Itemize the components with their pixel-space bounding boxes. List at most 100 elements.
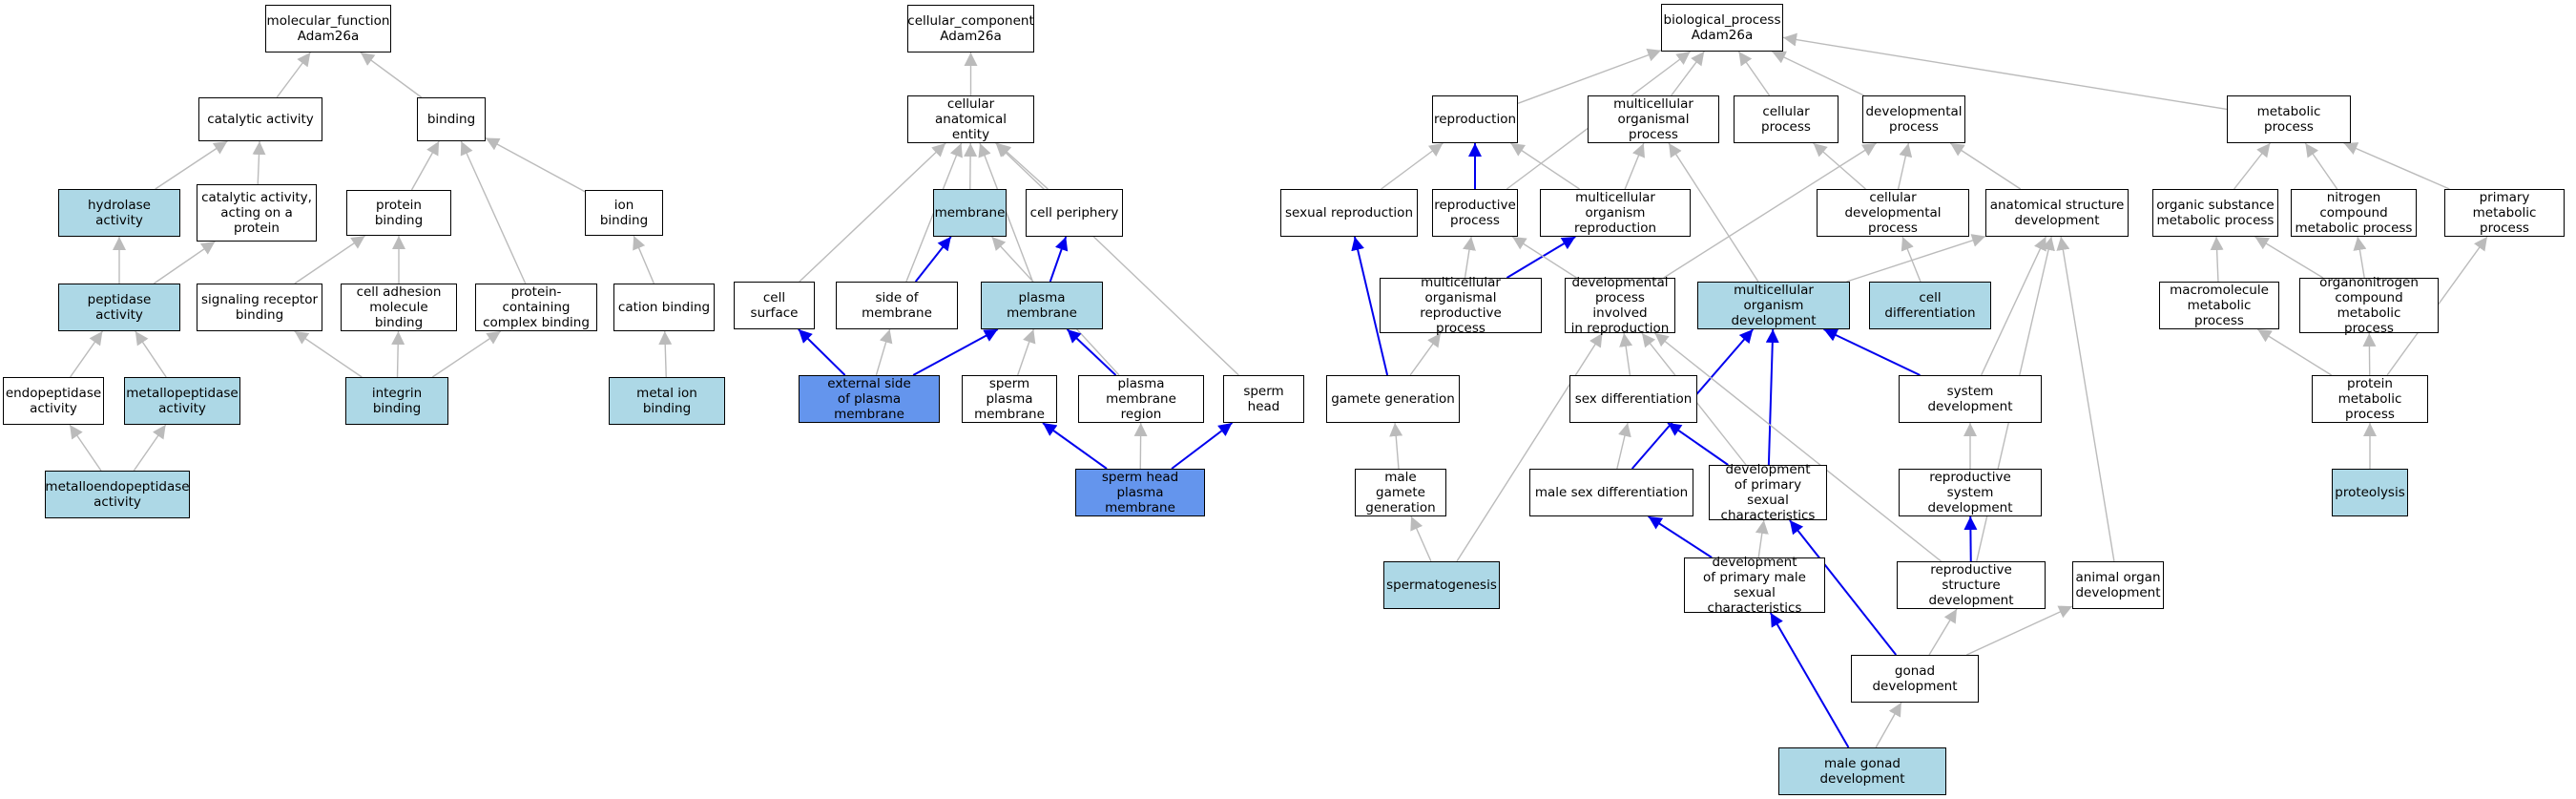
edge-nitrogen-to-metabolic <box>2304 142 2338 190</box>
edge-dev_primary_sex-to-sex_diff <box>1667 422 1729 466</box>
node-sperm-plasma-membrane[interactable]: sperm plasma membrane <box>962 375 1057 423</box>
node-protein-containing-complex-binding[interactable]: protein-containing complex binding <box>475 284 597 331</box>
edge-complex_binding-to-binding <box>460 140 527 284</box>
node-organic-substance-metabolic-process[interactable]: organic substance metabolic process <box>2152 189 2278 237</box>
node-reproduction[interactable]: reproduction <box>1432 95 1518 143</box>
edge-protein_met-to-macromolecule <box>2256 328 2333 376</box>
node-development-of-primary-sexual-characteristics[interactable]: development of primary sexual characteri… <box>1709 462 1827 523</box>
node-integrin-binding[interactable]: integrin binding <box>345 377 448 425</box>
node-cation-binding[interactable]: cation binding <box>613 284 715 331</box>
edge-ion_binding-to-binding <box>485 137 586 193</box>
node-reproductive-process[interactable]: reproductive process <box>1432 189 1518 237</box>
edge-spermatogenesis-to-male_gamete <box>1410 515 1432 562</box>
node-protein-binding[interactable]: protein binding <box>346 190 451 236</box>
edge-male_gamete-to-gamete_gen <box>1389 422 1403 470</box>
node-male-gamete-generation[interactable]: male gamete generation <box>1355 469 1446 516</box>
node-multicellular-organismal-process[interactable]: multicellular organismal process <box>1588 95 1719 143</box>
node-sexual-reproduction[interactable]: sexual reproduction <box>1280 189 1418 237</box>
edge-male_gonad_dev-to-gonad_dev <box>1875 702 1902 748</box>
node-animal-organ-development[interactable]: animal organ development <box>2072 561 2164 609</box>
node-male-sex-differentiation[interactable]: male sex differentiation <box>1529 469 1693 516</box>
node-metal-ion-binding[interactable]: metal ion binding <box>609 377 725 425</box>
edge-primary_met-to-metabolic <box>2343 142 2450 190</box>
edge-gamete_gen-to-sexual_repro <box>1351 236 1389 376</box>
node-cell-surface[interactable]: cell surface <box>734 282 815 329</box>
node-spermatogenesis[interactable]: spermatogenesis <box>1383 561 1500 609</box>
edge-dev_in_repro-to-repro_proc <box>1511 236 1577 279</box>
node-plasma-membrane[interactable]: plasma membrane <box>981 282 1103 329</box>
edge-gonad_dev-to-animal_organ <box>1966 605 2073 656</box>
node-molecular-function-root[interactable]: molecular_function Adam26a <box>265 5 391 53</box>
node-hydrolase-activity[interactable]: hydrolase activity <box>58 189 180 237</box>
edge-macromolecule-to-org_sub <box>2210 236 2224 283</box>
node-catalytic-activity-acting-on-protein[interactable]: catalytic activity, acting on a protein <box>197 184 317 242</box>
node-catalytic-activity[interactable]: catalytic activity <box>198 97 322 141</box>
edge-sperm_head_pm-to-sperm_head <box>1171 422 1234 470</box>
node-male-gonad-development[interactable]: male gonad development <box>1778 747 1946 795</box>
node-anatomical-structure-development[interactable]: anatomical structure development <box>1985 189 2129 237</box>
edge-organonitrogen-to-nitrogen <box>2353 236 2367 279</box>
node-biological-process-root[interactable]: biological_process Adam26a <box>1661 4 1783 52</box>
edge-repro_struct_dev-to-dev_in_repro <box>1653 332 1942 562</box>
edge-multi_repro-to-multi_proc <box>1624 142 1645 190</box>
edge-org_sub-to-metabolic <box>2233 142 2271 190</box>
node-reproductive-system-development[interactable]: reproductive system development <box>1899 469 2042 516</box>
edge-multi_repro-to-reproduction <box>1510 142 1580 190</box>
edge-gonad_dev-to-dev_primary_sex <box>1789 519 1898 656</box>
edge-sex_diff-to-dev_in_repro <box>1619 332 1633 376</box>
node-metallopeptidase-activity[interactable]: metallopeptidase activity <box>124 377 240 425</box>
node-cell-periphery[interactable]: cell periphery <box>1026 189 1123 237</box>
node-multicellular-organism-development[interactable]: multicellular organism development <box>1697 282 1850 329</box>
node-macromolecule-metabolic-process[interactable]: macromolecule metabolic process <box>2159 282 2279 329</box>
edge-metal_ion-to-cation_binding <box>658 330 673 378</box>
edge-cell_diff-to-cell_dev_proc <box>1901 236 1922 283</box>
edge-external_side-to-side_membrane <box>875 328 893 376</box>
node-metabolic-process[interactable]: metabolic process <box>2227 95 2351 143</box>
node-multicellular-organismal-reproductive-process[interactable]: multicellular organismal reproductive pr… <box>1380 275 1542 336</box>
edge-dev_primary_male-to-male_sex_diff <box>1648 515 1713 558</box>
node-organonitrogen-compound-metabolic-process[interactable]: organonitrogen compound metabolic proces… <box>2299 275 2439 336</box>
node-gonad-development[interactable]: gonad development <box>1851 655 1979 703</box>
node-nitrogen-compound-metabolic-process[interactable]: nitrogen compound metabolic process <box>2291 189 2417 237</box>
edge-reproduction-to-bp_root <box>1517 49 1662 104</box>
node-protein-metabolic-process[interactable]: protein metabolic process <box>2312 375 2428 423</box>
node-external-side-of-plasma-membrane[interactable]: external side of plasma membrane <box>799 375 940 423</box>
node-primary-metabolic-process[interactable]: primary metabolic process <box>2444 189 2565 237</box>
node-cellular-process[interactable]: cellular process <box>1734 95 1839 143</box>
node-membrane[interactable]: membrane <box>933 189 1007 237</box>
edge-hydrolase-to-catalytic <box>155 140 228 190</box>
node-binding[interactable]: binding <box>417 97 486 141</box>
node-metalloendopeptidase-activity[interactable]: metalloendopeptidase activity <box>45 471 190 518</box>
edge-external_side-to-plasma_membrane <box>912 328 999 376</box>
node-reproductive-structure-development[interactable]: reproductive structure development <box>1897 561 2046 609</box>
node-cellular-developmental-process[interactable]: cellular developmental process <box>1817 189 1969 237</box>
node-cellular-anatomical-entity[interactable]: cellular anatomical entity <box>907 95 1034 143</box>
node-sperm-head[interactable]: sperm head <box>1223 375 1304 423</box>
node-proteolysis[interactable]: proteolysis <box>2332 469 2408 516</box>
edge-male_gonad_dev-to-dev_primary_male <box>1769 612 1850 748</box>
node-cellular-component-root[interactable]: cellular_component Adam26a <box>907 5 1034 53</box>
node-system-development[interactable]: system development <box>1899 375 2042 423</box>
node-development-of-primary-male-sexual-characteristics[interactable]: development of primary male sexual chara… <box>1684 555 1825 616</box>
node-cell-differentiation[interactable]: cell differentiation <box>1869 282 1991 329</box>
edge-multi_org_dev-to-multi_proc <box>1668 142 1759 283</box>
node-gamete-generation[interactable]: gamete generation <box>1326 375 1460 423</box>
node-endopeptidase-activity[interactable]: endopeptidase activity <box>3 377 104 425</box>
node-side-of-membrane[interactable]: side of membrane <box>836 282 958 329</box>
node-developmental-process-involved-in-reproduction[interactable]: developmental process involved in reprod… <box>1565 275 1675 336</box>
edge-dev_proc-to-bp_root <box>1772 51 1864 96</box>
edge-cell_surface-to-cae <box>799 142 946 283</box>
node-developmental-process[interactable]: developmental process <box>1862 95 1965 143</box>
node-sex-differentiation[interactable]: sex differentiation <box>1569 375 1697 423</box>
edge-sperm_head-to-cae <box>995 142 1239 376</box>
node-signaling-receptor-binding[interactable]: signaling receptor binding <box>197 284 322 331</box>
edge-signaling-to-protein_binding <box>294 235 365 284</box>
node-ion-binding[interactable]: ion binding <box>585 190 663 236</box>
node-peptidase-activity[interactable]: peptidase activity <box>58 284 180 331</box>
edge-cell_periphery-to-cae <box>996 142 1049 190</box>
node-plasma-membrane-region[interactable]: plasma membrane region <box>1078 375 1204 423</box>
node-multicellular-organism-reproduction[interactable]: multicellular organism reproduction <box>1540 189 1691 237</box>
node-sperm-head-plasma-membrane[interactable]: sperm head plasma membrane <box>1075 469 1205 516</box>
node-cell-adhesion-molecule-binding[interactable]: cell adhesion molecule binding <box>341 284 457 331</box>
